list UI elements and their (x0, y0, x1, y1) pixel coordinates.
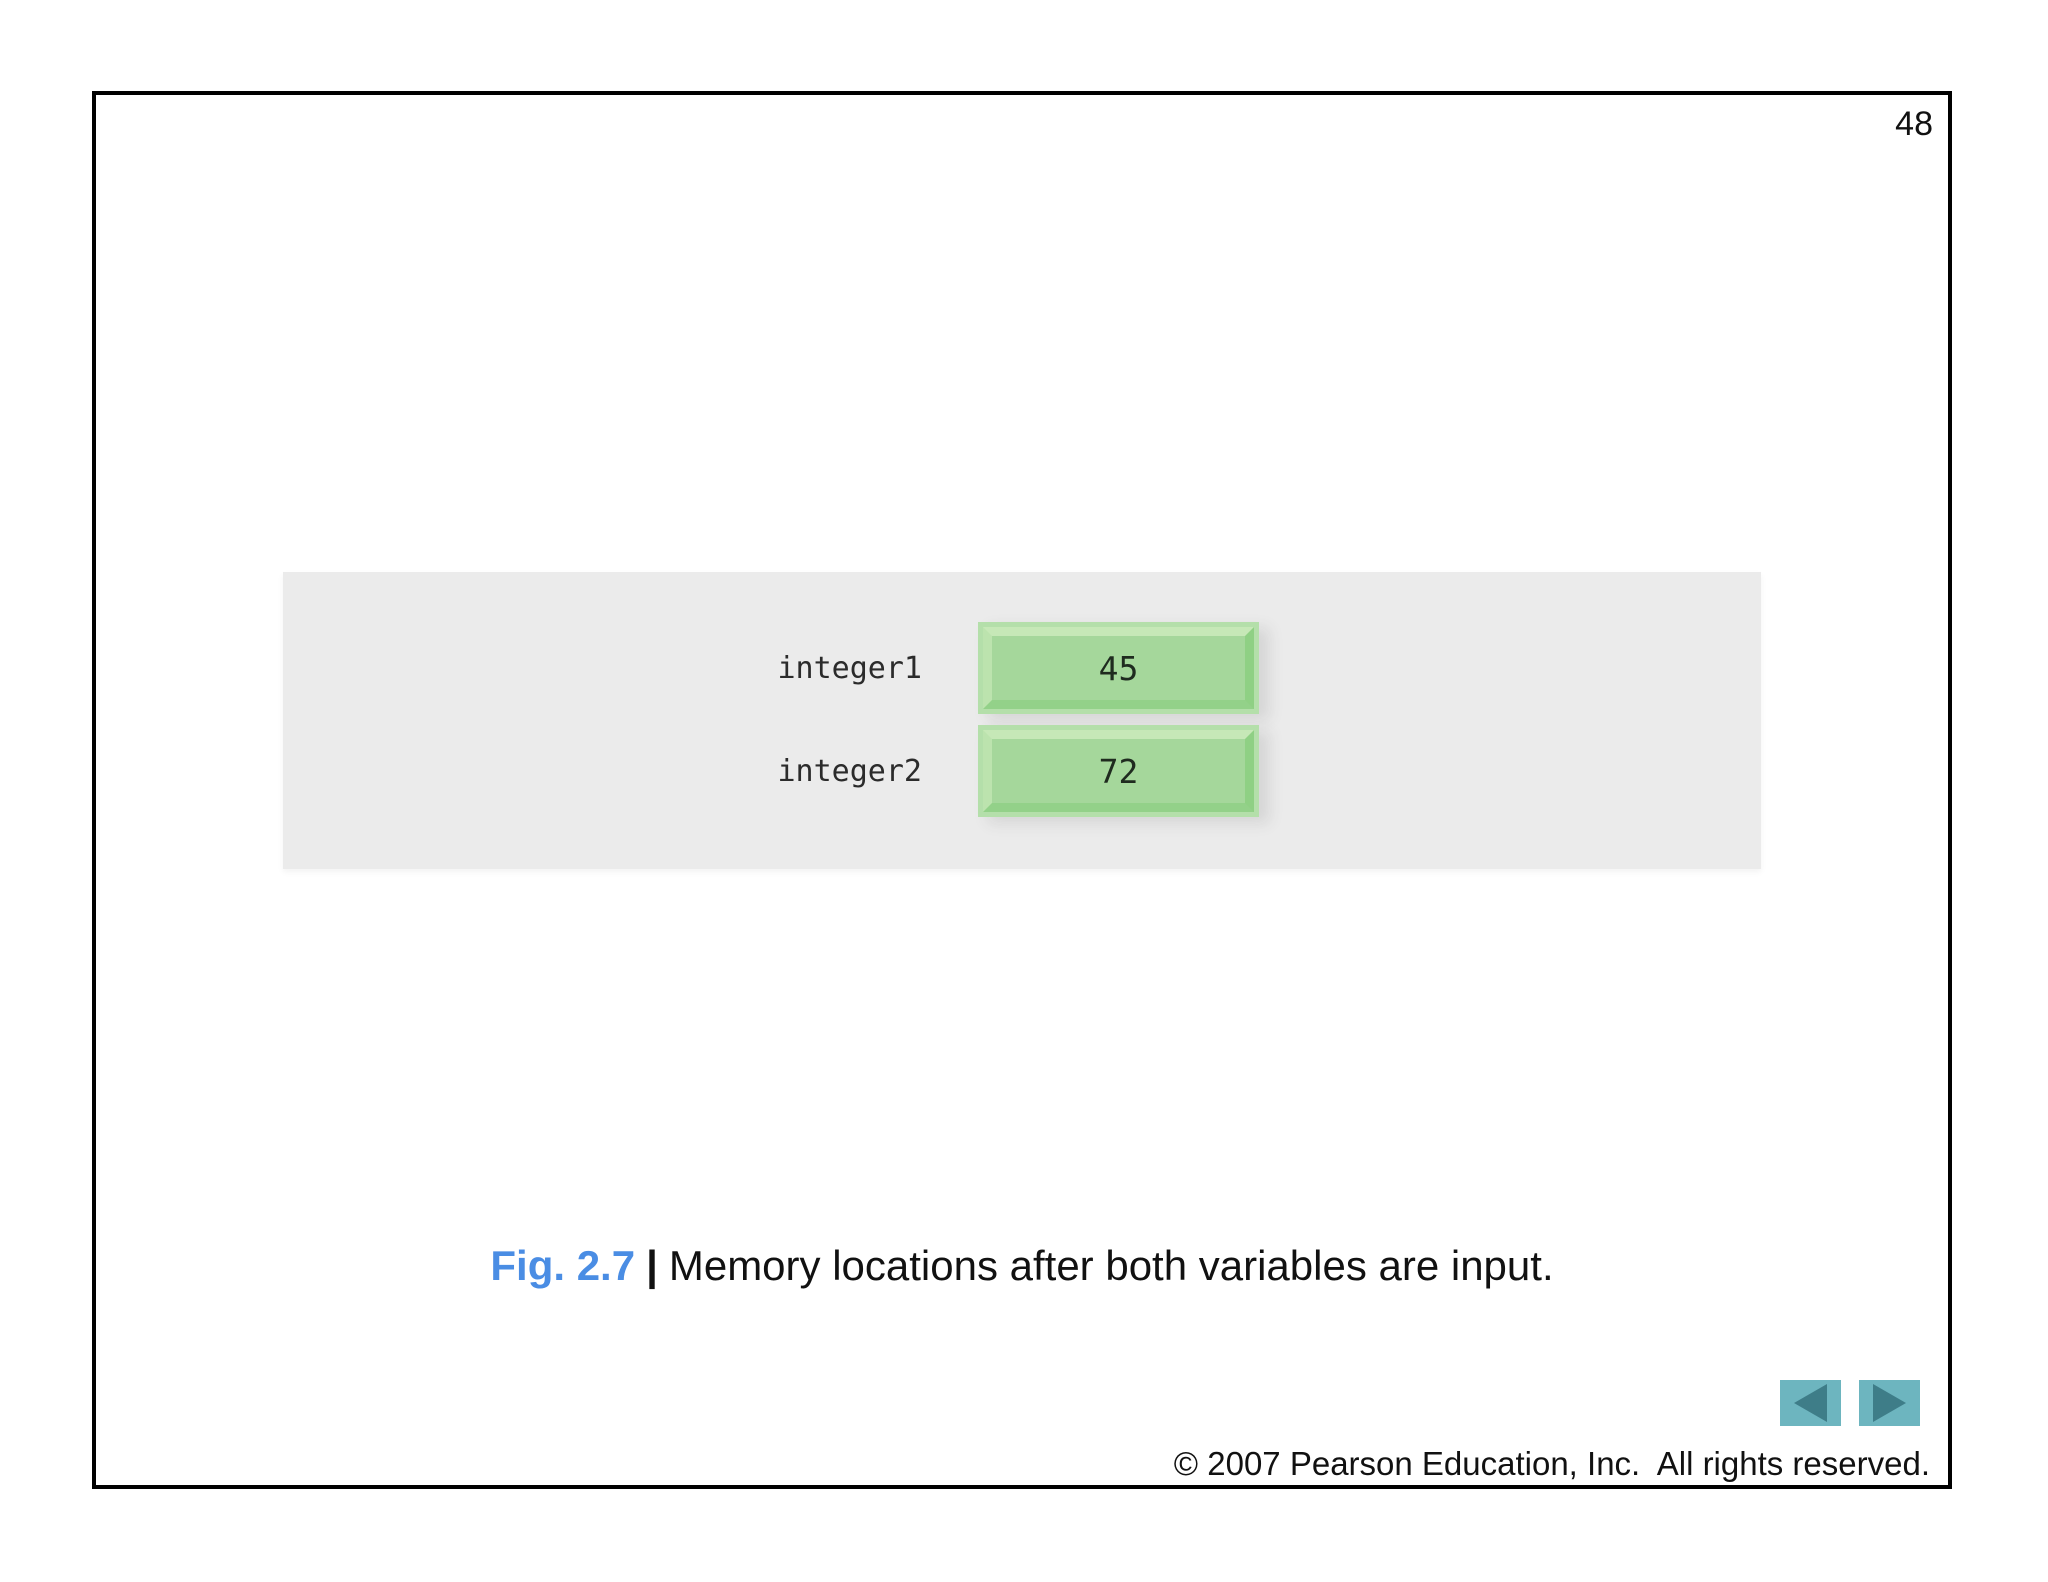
memory-diagram-panel: integer1 45 integer2 72 (283, 572, 1761, 869)
memory-row: integer2 72 (283, 725, 1761, 817)
slide: 48 integer1 45 integer2 72 Fig. 2.7|Memo… (92, 91, 1952, 1489)
triangle-left-icon (1794, 1384, 1827, 1422)
figure-caption-separator: | (646, 1242, 658, 1289)
figure-caption-text: Memory locations after both variables ar… (668, 1242, 1554, 1289)
slide-navigation (1780, 1380, 1920, 1426)
variable-name-label: integer1 (777, 650, 923, 686)
memory-cell: 45 (978, 622, 1259, 714)
memory-cell: 72 (978, 725, 1259, 817)
figure-caption-label: Fig. 2.7 (490, 1242, 636, 1289)
page-number: 48 (1895, 105, 1933, 143)
previous-slide-button[interactable] (1780, 1380, 1841, 1426)
memory-value: 72 (983, 730, 1254, 812)
figure-caption: Fig. 2.7|Memory locations after both var… (96, 1240, 1948, 1292)
triangle-right-icon (1873, 1384, 1906, 1422)
memory-value: 45 (983, 627, 1254, 709)
memory-row: integer1 45 (283, 622, 1761, 714)
next-slide-button[interactable] (1859, 1380, 1920, 1426)
copyright-notice: © 2007 Pearson Education, Inc. All right… (1173, 1445, 1930, 1482)
variable-name-label: integer2 (777, 753, 923, 789)
